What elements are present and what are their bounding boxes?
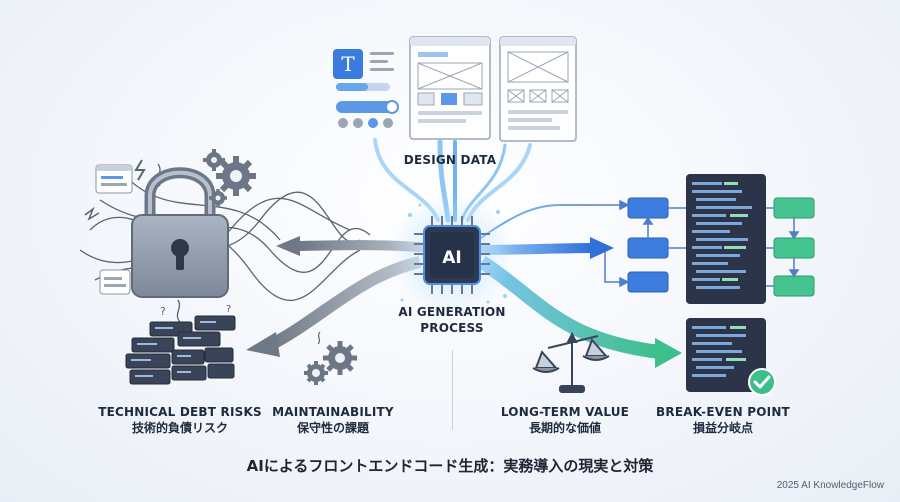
padlock-icon: [131, 167, 229, 298]
ai-chip-label: AI: [442, 248, 461, 268]
text-icon-glyph: T: [341, 52, 355, 76]
gear-cluster-icon: [304, 331, 357, 385]
balance-scale-icon: [532, 331, 610, 393]
checkmark-icon: [748, 368, 776, 396]
wireframe-icon: [409, 36, 491, 140]
ui-controls-icon: [336, 83, 399, 128]
long-term-value-label: LONG-TERM VALUE 長期的な価値: [495, 404, 635, 436]
code-flow-panel: [560, 174, 815, 304]
break-even-label: BREAK-EVEN POINT 損益分岐点: [648, 404, 798, 436]
ai-process-label: AI GENERATION PROCESS: [372, 304, 532, 336]
maintainability-ja: 保守性の課題: [296, 421, 369, 435]
technical-debt-en: TECHNICAL DEBT RISKS: [98, 405, 262, 419]
long-term-value-en: LONG-TERM VALUE: [500, 405, 630, 419]
ai-chip: AI: [390, 192, 514, 316]
design-data-label: DESIGN DATA: [380, 152, 520, 168]
maintainability-label: MAINTAINABILITY 保守性の課題: [268, 404, 398, 436]
technical-debt-label: TECHNICAL DEBT RISKS 技術的負債リスク: [95, 404, 265, 436]
question-mark-icon-2: ?: [226, 304, 231, 315]
break-even-ja: 損益分岐点: [692, 421, 753, 435]
ai-process-line2: PROCESS: [420, 321, 484, 335]
long-term-value-ja: 長期的な価値: [528, 421, 601, 435]
credit-text: 2025 AI KnowledgeFlow: [776, 480, 884, 491]
ai-process-line1: AI GENERATION: [398, 305, 506, 319]
code-result-panel: [686, 318, 776, 396]
question-mark-icon: ?: [160, 305, 166, 318]
maintainability-en: MAINTAINABILITY: [272, 405, 394, 419]
break-even-en: BREAK-EVEN POINT: [656, 405, 790, 419]
text-icon: T: [333, 49, 394, 79]
server-stack-icon: ? ?: [125, 304, 236, 385]
design-data-group: T: [333, 36, 577, 142]
design-data-text: DESIGN DATA: [403, 153, 497, 167]
technical-debt-ja: 技術的負債リスク: [131, 421, 228, 435]
section-divider: [452, 350, 453, 430]
lightning-icon: [134, 159, 146, 181]
page-title: AIによるフロントエンドコード生成：実務導入の現実と対策: [246, 457, 654, 475]
wireframe-icon-2: [499, 36, 577, 142]
document-icon: [95, 164, 133, 295]
sparkle-dots: [400, 203, 507, 304]
gear-icon: [203, 149, 256, 207]
